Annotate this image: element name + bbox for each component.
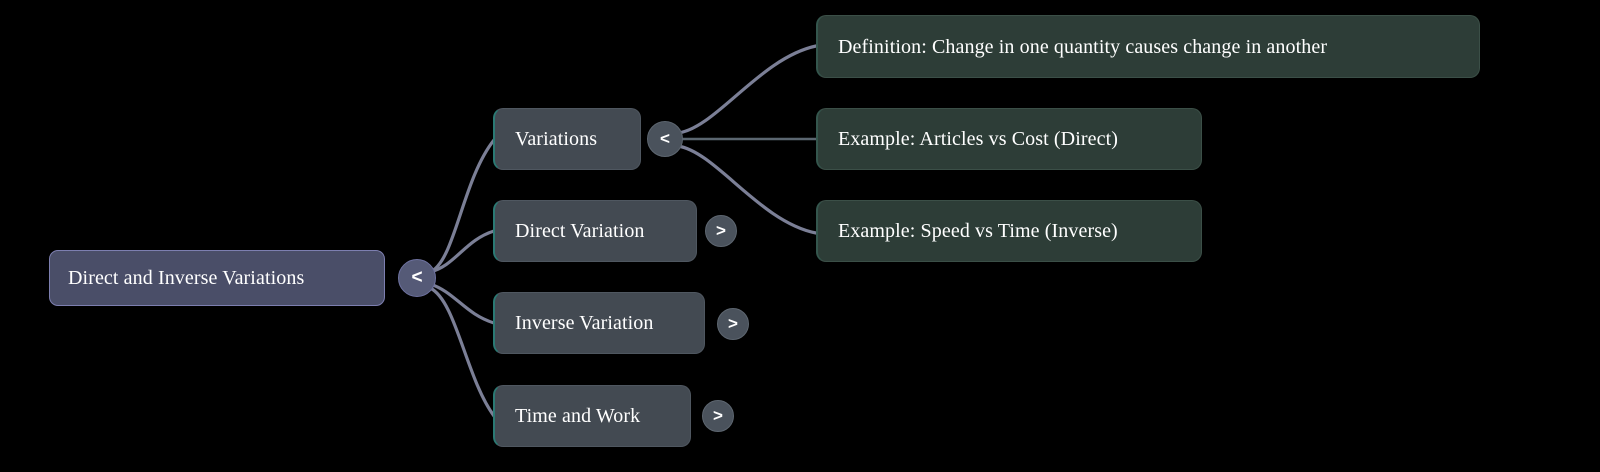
toggle-time-and-work[interactable]: > — [702, 400, 734, 432]
node-variations-label: Variations — [515, 128, 598, 150]
toggle-direct-variation[interactable]: > — [705, 215, 737, 247]
node-example-direct[interactable]: Example: Articles vs Cost (Direct) — [816, 108, 1202, 170]
edge-root-to-variations — [428, 138, 496, 274]
edge-variations-to-definition — [676, 44, 818, 135]
edge-variations-to-example-inverse — [676, 144, 818, 235]
toggle-inverse-variation-glyph: > — [728, 313, 738, 333]
toggle-direct-variation-glyph: > — [716, 220, 726, 240]
edge-root-to-inverse-variation — [428, 282, 496, 325]
node-time-and-work[interactable]: Time and Work — [493, 385, 691, 447]
node-inverse-variation-label: Inverse Variation — [515, 312, 654, 334]
toggle-variations[interactable]: < — [647, 121, 683, 157]
node-example-inverse-label: Example: Speed vs Time (Inverse) — [838, 220, 1118, 242]
toggle-root[interactable]: < — [398, 259, 436, 297]
edge-root-to-time-and-work — [428, 286, 496, 418]
toggle-root-glyph: < — [411, 266, 423, 288]
node-direct-variation-label: Direct Variation — [515, 220, 645, 242]
node-definition-label: Definition: Change in one quantity cause… — [838, 35, 1328, 58]
node-time-and-work-label: Time and Work — [515, 405, 641, 427]
node-definition[interactable]: Definition: Change in one quantity cause… — [816, 15, 1480, 78]
toggle-time-and-work-glyph: > — [713, 405, 723, 425]
node-example-inverse[interactable]: Example: Speed vs Time (Inverse) — [816, 200, 1202, 262]
toggle-inverse-variation[interactable]: > — [717, 308, 749, 340]
edge-root-to-direct-variation — [428, 229, 496, 274]
node-example-direct-label: Example: Articles vs Cost (Direct) — [838, 128, 1119, 150]
node-root-label: Direct and Inverse Variations — [68, 267, 305, 289]
node-variations[interactable]: Variations — [493, 108, 641, 170]
node-root[interactable]: Direct and Inverse Variations — [49, 250, 385, 306]
node-direct-variation[interactable]: Direct Variation — [493, 200, 697, 262]
node-inverse-variation[interactable]: Inverse Variation — [493, 292, 705, 354]
toggle-variations-glyph: < — [660, 128, 670, 148]
